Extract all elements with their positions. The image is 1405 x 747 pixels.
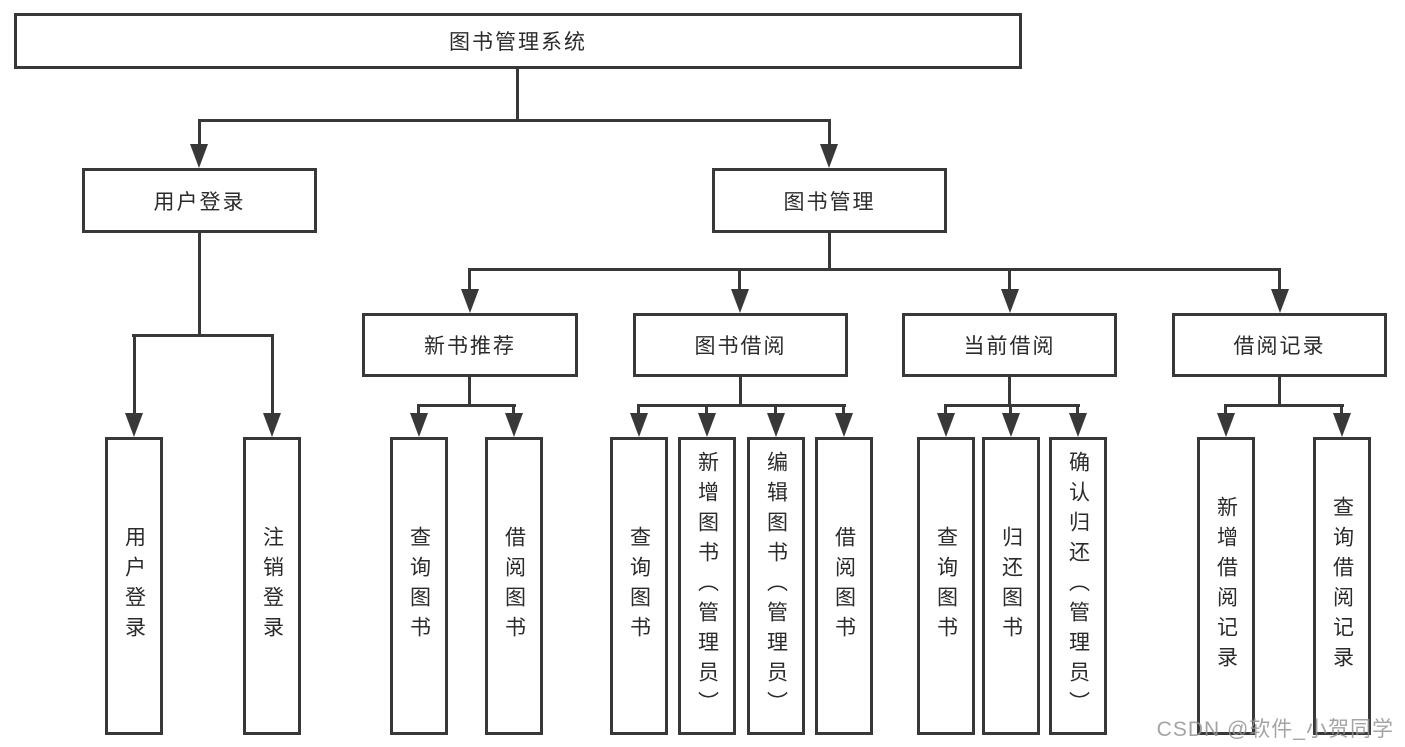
arrow-down-icon	[461, 289, 479, 313]
arrow-down-icon	[125, 413, 143, 437]
arrow-down-icon	[1002, 413, 1020, 437]
leaf-borrow-books-label: 借阅图书	[832, 526, 856, 646]
connector-line	[944, 404, 947, 418]
arrow-down-icon	[1217, 413, 1235, 437]
connector-line	[637, 404, 640, 418]
connector-line	[1224, 404, 1344, 407]
node-book-borrowing: 图书借阅	[633, 313, 848, 377]
connector-line	[468, 377, 471, 407]
arrow-down-icon	[767, 413, 785, 437]
connector-line	[468, 268, 471, 292]
connector-line	[133, 334, 136, 416]
node-book-management-label: 图书管理	[783, 190, 876, 214]
arrow-down-icon	[937, 413, 955, 437]
arrow-down-icon	[731, 289, 749, 313]
leaf-borrow-books-recommend-label: 借阅图书	[502, 526, 526, 646]
connector-line	[1278, 377, 1281, 407]
connector-line	[132, 334, 274, 337]
connector-line	[516, 69, 519, 121]
connector-line	[417, 404, 420, 418]
connector-line	[198, 119, 201, 149]
leaf-user-login-label: 用户登录	[122, 526, 146, 646]
leaf-borrow-books: 借阅图书	[815, 437, 873, 735]
node-user-login-label: 用户登录	[153, 190, 246, 214]
arrow-down-icon	[630, 413, 648, 437]
leaf-query-books-borrowing-label: 查询图书	[627, 526, 651, 646]
connector-line	[828, 119, 831, 149]
connector-line	[198, 233, 201, 336]
leaf-query-books-borrowing: 查询图书	[610, 437, 668, 735]
leaf-confirm-return-admin-label: 确认归还（管理员）	[1066, 451, 1090, 721]
connector-line	[512, 404, 515, 418]
node-new-book-recommend: 新书推荐	[362, 313, 578, 377]
node-current-borrowing-label: 当前借阅	[963, 335, 1056, 358]
leaf-confirm-return-admin: 确认归还（管理员）	[1049, 437, 1107, 735]
leaf-query-books-current: 查询图书	[917, 437, 975, 735]
leaf-logout: 注销登录	[243, 437, 301, 735]
arrow-down-icon	[410, 413, 428, 437]
leaf-edit-books-admin-label: 编辑图书（管理员）	[764, 451, 788, 721]
connector-line	[739, 377, 742, 407]
arrow-down-icon	[835, 413, 853, 437]
node-borrowing-records: 借阅记录	[1172, 313, 1387, 377]
connector-line	[1009, 404, 1012, 418]
leaf-logout-label: 注销登录	[260, 526, 284, 646]
node-library-system-label: 图书管理系统	[449, 31, 587, 54]
arrow-down-icon	[1271, 289, 1289, 313]
connector-line	[828, 233, 831, 271]
connector-line	[705, 404, 708, 418]
leaf-add-borrow-record-label: 新增借阅记录	[1214, 496, 1238, 676]
node-library-system: 图书管理系统	[14, 13, 1022, 69]
leaf-return-books-label: 归还图书	[999, 526, 1023, 646]
leaf-query-books-current-label: 查询图书	[934, 526, 958, 646]
arrow-down-icon	[698, 413, 716, 437]
leaf-query-borrow-record-label: 查询借阅记录	[1330, 496, 1354, 676]
connector-line	[1340, 404, 1343, 418]
connector-line	[468, 268, 1281, 271]
arrow-down-icon	[190, 144, 208, 168]
arrow-down-icon	[1001, 289, 1019, 313]
arrow-down-icon	[263, 413, 281, 437]
arrow-down-icon	[505, 413, 523, 437]
connector-line	[1008, 268, 1011, 292]
leaf-add-books-admin: 新增图书（管理员）	[678, 437, 736, 735]
csdn-watermark: CSDN @软件_小贺同学	[1156, 718, 1394, 741]
leaf-edit-books-admin: 编辑图书（管理员）	[747, 437, 805, 735]
leaf-query-books-recommend: 查询图书	[390, 437, 448, 735]
connector-line	[944, 404, 1080, 407]
node-book-borrowing-label: 图书借阅	[694, 335, 787, 358]
connector-line	[271, 334, 274, 416]
leaf-return-books: 归还图书	[982, 437, 1040, 735]
connector-line	[198, 119, 831, 122]
leaf-add-borrow-record: 新增借阅记录	[1197, 437, 1255, 735]
leaf-user-login: 用户登录	[105, 437, 163, 735]
node-book-management: 图书管理	[712, 168, 947, 233]
connector-line	[1008, 377, 1011, 407]
leaf-query-books-recommend-label: 查询图书	[407, 526, 431, 646]
arrow-down-icon	[1069, 413, 1087, 437]
leaf-query-borrow-record: 查询借阅记录	[1313, 437, 1371, 735]
leaf-add-books-admin-label: 新增图书（管理员）	[695, 451, 719, 721]
connector-line	[637, 404, 846, 407]
connector-line	[738, 268, 741, 292]
connector-line	[774, 404, 777, 418]
node-new-book-recommend-label: 新书推荐	[424, 335, 516, 358]
connector-line	[842, 404, 845, 418]
leaf-borrow-books-recommend: 借阅图书	[485, 437, 543, 735]
arrow-down-icon	[1333, 413, 1351, 437]
arrow-down-icon	[820, 144, 838, 168]
connector-line	[1224, 404, 1227, 418]
connector-line	[1278, 268, 1281, 292]
node-borrowing-records-label: 借阅记录	[1233, 335, 1326, 358]
node-user-login: 用户登录	[82, 168, 317, 233]
connector-line	[418, 404, 516, 407]
node-current-borrowing: 当前借阅	[902, 313, 1117, 377]
connector-line	[1076, 404, 1079, 418]
